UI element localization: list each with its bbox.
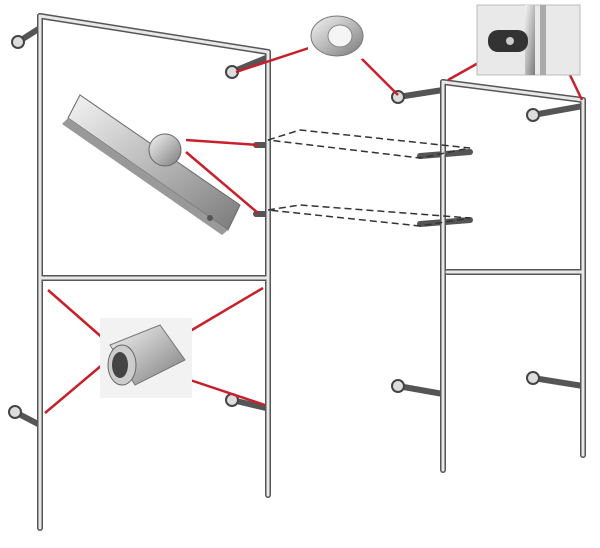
right-frame: [395, 79, 586, 473]
shelves: [267, 129, 471, 227]
pipe-end-connector-icon: [308, 12, 366, 60]
left-frame: [12, 13, 271, 531]
pipe-clamp-icon: [476, 4, 581, 76]
wall-bracket-icon: [8, 35, 540, 419]
shelf-bracket-icon: [62, 94, 241, 235]
pipe-tee-connector-icon: [100, 318, 192, 398]
callout-lines: [44, 43, 584, 414]
